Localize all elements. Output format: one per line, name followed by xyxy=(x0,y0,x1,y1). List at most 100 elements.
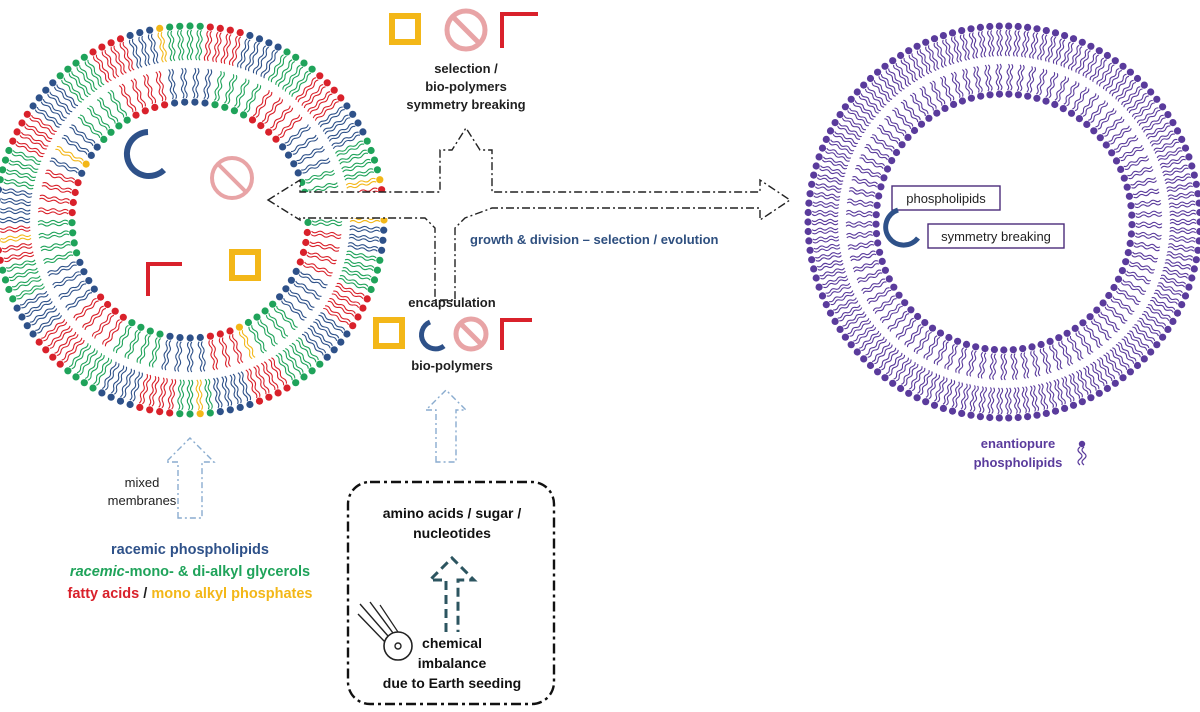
lipid-tail xyxy=(272,107,294,131)
lipid-head xyxy=(226,26,234,34)
lipid-tail xyxy=(270,55,287,83)
lipid-tail xyxy=(954,36,963,62)
lipid-tail xyxy=(309,93,333,115)
lipid-head xyxy=(1028,343,1036,351)
lipid-tail xyxy=(1029,66,1037,94)
lipid-tail xyxy=(248,326,265,354)
lipid-tail xyxy=(874,298,897,314)
lipid-head xyxy=(1063,329,1071,337)
lipid-head xyxy=(13,304,21,312)
lipid-tail xyxy=(6,168,37,178)
lipid-head xyxy=(367,146,375,155)
lipid-tail xyxy=(820,270,846,280)
lipid-tail xyxy=(1016,64,1022,92)
crescent-icon xyxy=(419,319,446,352)
lipid-head xyxy=(977,92,985,100)
lipid-tail xyxy=(1133,191,1160,199)
lipid-tail xyxy=(227,75,238,105)
lipid-tail xyxy=(945,380,956,406)
lipid-head xyxy=(1190,265,1198,273)
lipid-tail xyxy=(195,67,200,99)
lipid-tail xyxy=(128,39,140,69)
lipid-tail xyxy=(71,71,91,96)
lipid-head xyxy=(805,199,813,207)
lipid-tail xyxy=(174,341,179,372)
lipid-head xyxy=(176,334,184,342)
lipid-tail xyxy=(43,321,68,342)
lipid-head xyxy=(93,143,101,151)
biopolymers-label: bio-polymers xyxy=(411,358,493,373)
lipid-tail xyxy=(147,34,156,65)
lipid-head xyxy=(292,267,300,275)
lipid-head xyxy=(89,384,97,392)
lipid-head xyxy=(812,162,820,170)
lipid-tail xyxy=(1165,259,1192,267)
lipid-tail xyxy=(9,159,39,170)
lipid-head xyxy=(98,43,106,51)
lipid-head xyxy=(853,88,861,96)
lipid-tail xyxy=(24,298,52,315)
lipid-tail xyxy=(855,168,881,179)
lipid-tail xyxy=(865,336,885,356)
lipid-head xyxy=(18,313,26,321)
lipid-tail xyxy=(1004,29,1009,57)
lipid-tail xyxy=(980,352,987,379)
lipid-tail xyxy=(307,91,331,112)
lipid-tail xyxy=(275,59,293,85)
lipid-head xyxy=(376,176,384,184)
lipid-head xyxy=(1014,413,1022,422)
lipid-tail xyxy=(877,127,899,144)
lipid-head xyxy=(287,276,295,284)
lipid-tail xyxy=(283,298,307,319)
lipid-head xyxy=(836,111,844,119)
lipid-head xyxy=(68,219,76,227)
lipid-tail xyxy=(1067,337,1081,361)
lipid-tail xyxy=(926,336,941,361)
lipid-tail xyxy=(888,354,906,377)
lipid-tail xyxy=(315,318,340,339)
lipid-tail xyxy=(49,91,73,113)
lipid-tail xyxy=(59,283,87,300)
lipid-tail xyxy=(255,91,273,118)
growth-label: growth & division – selection / evolutio… xyxy=(470,232,719,247)
lipid-tail xyxy=(104,49,120,78)
lipid-tail xyxy=(0,197,32,204)
lipid-head xyxy=(64,65,72,73)
lipid-head xyxy=(363,295,371,303)
lipid-head xyxy=(29,330,37,338)
lipid-tail xyxy=(832,133,857,147)
lipid-head xyxy=(1195,237,1200,245)
lipid-head xyxy=(866,361,875,370)
lipid-head xyxy=(1033,25,1041,33)
chem-label-2: imbalance xyxy=(418,655,487,671)
lipid-head xyxy=(116,397,125,405)
lipid-tail xyxy=(1166,254,1193,261)
lipid-tail xyxy=(289,289,315,308)
lipid-head xyxy=(176,410,184,418)
lipid-tail xyxy=(916,50,930,75)
lipid-tail xyxy=(913,330,930,353)
lipid-tail xyxy=(1114,135,1137,150)
lipid-head xyxy=(913,42,921,50)
lipid-tail xyxy=(1167,191,1195,197)
lipid-tail xyxy=(285,347,304,373)
lipid-tail xyxy=(268,54,284,81)
lipid-tail xyxy=(872,134,895,150)
lipid-tail xyxy=(119,43,132,72)
lipid-head xyxy=(1195,199,1200,207)
lipid-tail xyxy=(1134,235,1162,240)
lipid-tail xyxy=(1029,385,1036,412)
lipid-tail xyxy=(814,186,842,193)
lipid-tail xyxy=(1165,176,1192,185)
lipid-tail xyxy=(306,254,336,265)
lipid-tail xyxy=(923,335,938,359)
lipid-tail xyxy=(865,144,890,158)
lipid-tail xyxy=(951,381,960,408)
lipid-tail xyxy=(56,84,79,107)
lipid-head xyxy=(230,107,238,115)
lipid-tail xyxy=(893,357,909,380)
lipid-head xyxy=(826,127,835,135)
lipid-tail xyxy=(1124,158,1150,170)
lipid-tail xyxy=(3,251,34,260)
lipid-tail xyxy=(1024,386,1031,413)
